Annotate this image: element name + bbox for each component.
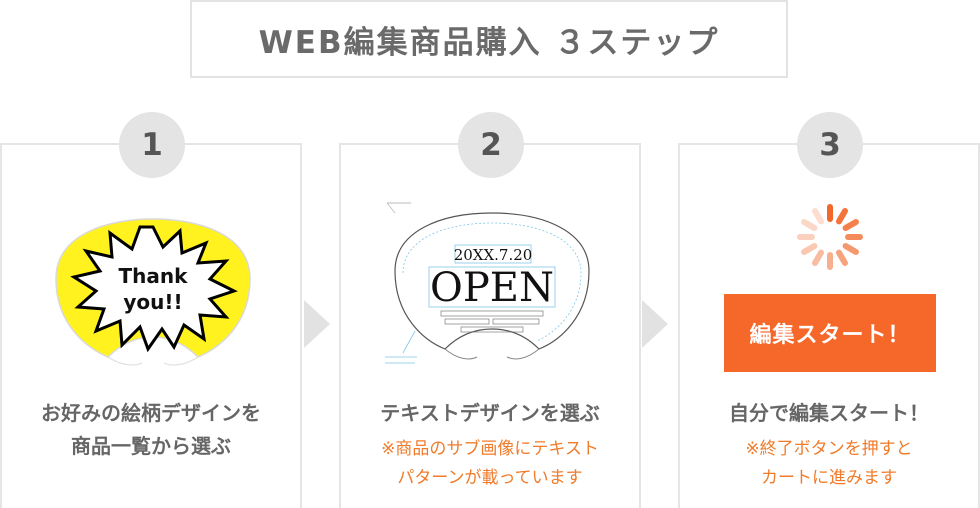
fan-text-thank: Thank [119, 264, 189, 288]
template-headline: OPEN [430, 265, 554, 311]
step-badge-3: 3 [797, 112, 863, 178]
step-1-text-line1: お好みの絵柄デザインを [41, 401, 261, 425]
step-card-2: 20XX.7.20 OPEN テキストデザインを選ぶ ※商品のサブ画像にテキスト… [339, 143, 641, 508]
step-badge-2: 2 [458, 112, 524, 178]
step-card-3: 編集スタート！ 自分で編集スタート！ ※終了ボタンを押すと カートに進みます [678, 143, 980, 508]
fan-thank-you-image[interactable]: Thank you!! [50, 217, 256, 369]
step-3-note: ※終了ボタンを押すと カートに進みます [680, 435, 978, 493]
step-1-text: お好みの絵柄デザインを 商品一覧から選ぶ [2, 397, 300, 463]
step-2-text: テキストデザインを選ぶ [380, 401, 600, 425]
step-1-text-line2: 商品一覧から選ぶ [71, 434, 231, 458]
step-arrow-2 [642, 300, 668, 348]
loading-spinner-icon [797, 204, 863, 270]
fan-text-you: you!! [123, 290, 182, 314]
step-2-note: ※商品のサブ画像にテキスト パターンが載っています [341, 435, 639, 493]
step-3-note-line2: カートに進みます [761, 468, 897, 488]
step-badge-1: 1 [119, 112, 185, 178]
step-3-note-line1: ※終了ボタンを押すと [745, 439, 913, 459]
step-card-1: Thank you!! お好みの絵柄デザインを 商品一覧から選ぶ [0, 143, 302, 508]
step-arrow-1 [304, 300, 330, 348]
page-title: WEB編集商品購入 ３ステップ [190, 0, 788, 78]
step-3-text: 自分で編集スタート！ [729, 401, 929, 425]
text-template-image[interactable]: 20XX.7.20 OPEN [381, 201, 603, 379]
edit-start-button[interactable]: 編集スタート！ [724, 294, 936, 372]
template-date: 20XX.7.20 [454, 246, 533, 264]
step-2-note-line1: ※商品のサブ画像にテキスト [381, 439, 599, 459]
step-2-note-line2: パターンが載っています [397, 468, 583, 488]
